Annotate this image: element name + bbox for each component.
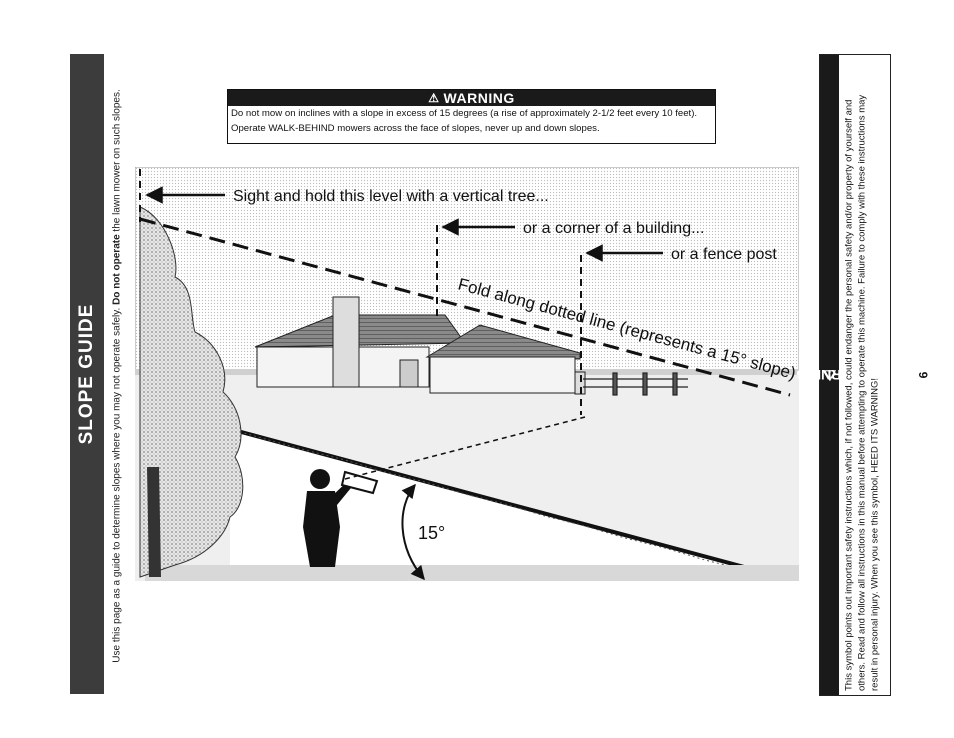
warning-line-1: Do not mow on inclines with a slope in e… [231, 108, 698, 119]
person-illustration [303, 469, 379, 567]
tree-illustration [139, 206, 244, 578]
side-note-text-end: the lawn mower on such slopes. [111, 89, 123, 235]
warning-line-2: Operate WALK-BEHIND mowers across the fa… [231, 123, 600, 134]
general-warning-panel: ⚠ WARNING This symbol points out importa… [796, 54, 891, 696]
page-number: 6 [916, 371, 931, 379]
foreground-grass [145, 565, 799, 581]
side-instruction: Use this page as a guide to determine sl… [112, 89, 123, 662]
label-fence: or a fence post [671, 246, 777, 263]
general-warning-text: This symbol points out important safety … [843, 59, 882, 691]
label-building: or a corner of a building... [523, 220, 704, 237]
slope-line [229, 427, 786, 580]
side-note-bold: Do not operate [111, 234, 123, 305]
house-illustration [254, 296, 586, 395]
page-title: SLOPE GUIDE [76, 303, 97, 445]
slope-illustration: Sight and hold this level with a vertica… [135, 167, 799, 581]
slope-warning-box: ⚠ WARNING Do not mow on inclines with a … [227, 89, 716, 144]
vertical-reference-lines [139, 169, 582, 415]
warning-triangle-icon: ⚠ [428, 91, 440, 105]
title-sidebar: SLOPE GUIDE [70, 54, 104, 694]
warning-header: ⚠ WARNING [228, 90, 715, 106]
general-warning-line-3: result in personal injury. When you see … [869, 377, 881, 691]
angle-arc [401, 483, 425, 581]
general-warning-line-1: This symbol points out important safety … [843, 99, 855, 691]
angle-label: 15° [418, 523, 445, 543]
general-warning-header: ⚠ WARNING [796, 55, 863, 695]
warning-title: WARNING [443, 90, 515, 106]
label-tree: Sight and hold this level with a vertica… [233, 188, 549, 205]
side-note-text: Use this page as a guide to determine sl… [111, 304, 123, 663]
general-warning-line-2: others. Read and follow all instructions… [856, 94, 868, 691]
fold-dotted-line [139, 217, 791, 397]
fence-illustration [583, 372, 688, 396]
